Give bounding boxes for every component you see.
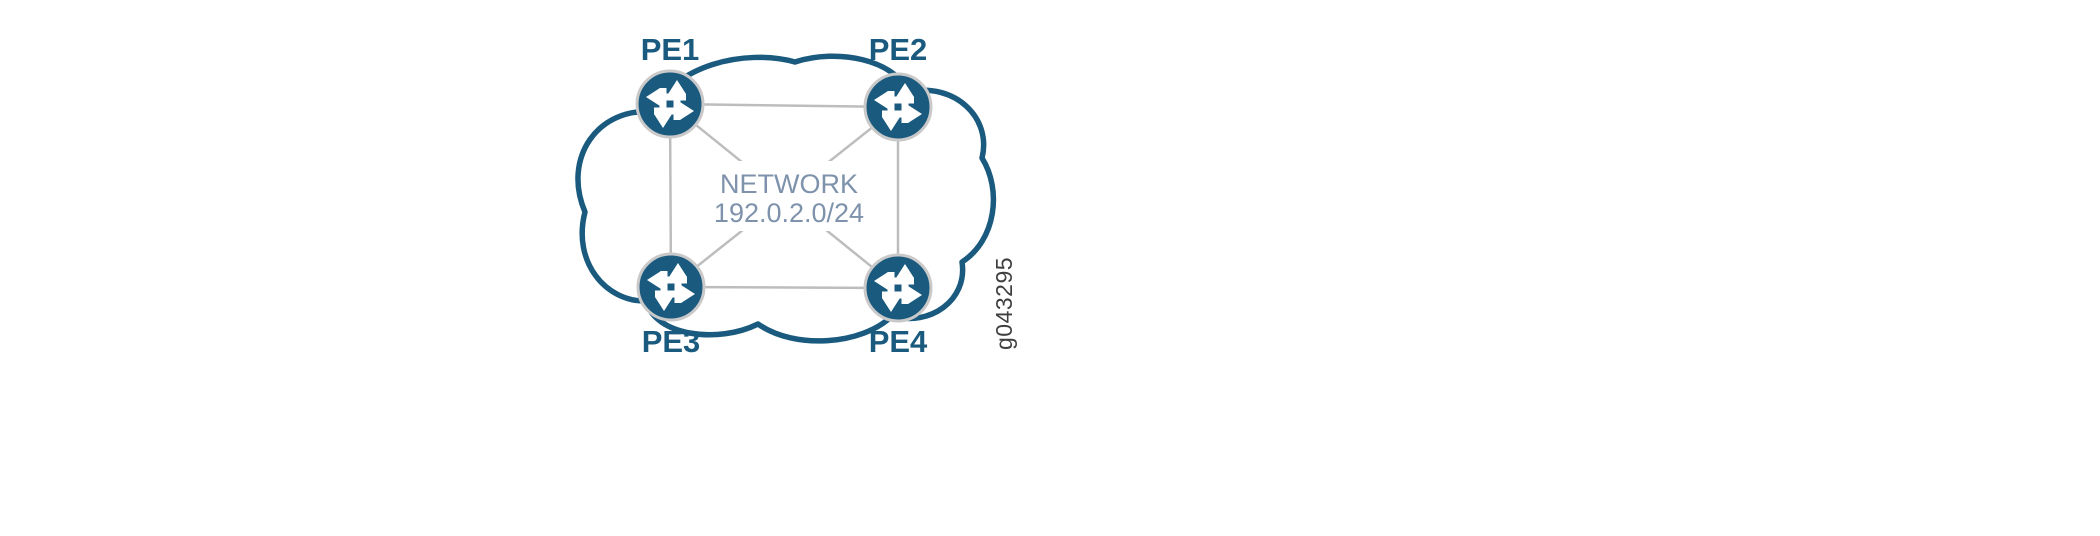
link-pe1-pe2 [669,102,899,109]
node-label-pe3: PE3 [642,324,701,359]
node-label-pe2: PE2 [869,32,928,67]
node-label-pe1: PE1 [641,32,700,67]
link-pe3-pe4 [670,285,899,290]
node-pe4-router-icon [863,253,933,323]
network-label-line2: 192.0.2.0/24 [714,198,864,228]
network-label-backing [700,161,878,231]
network-label-line1: NETWORK [720,169,858,199]
figure-id: g043295 [991,257,1017,350]
node-label-pe4: PE4 [869,324,928,359]
node-pe2-router-icon [863,72,933,142]
node-pe1-router-icon [635,69,705,139]
node-pe3-router-icon [636,252,706,322]
